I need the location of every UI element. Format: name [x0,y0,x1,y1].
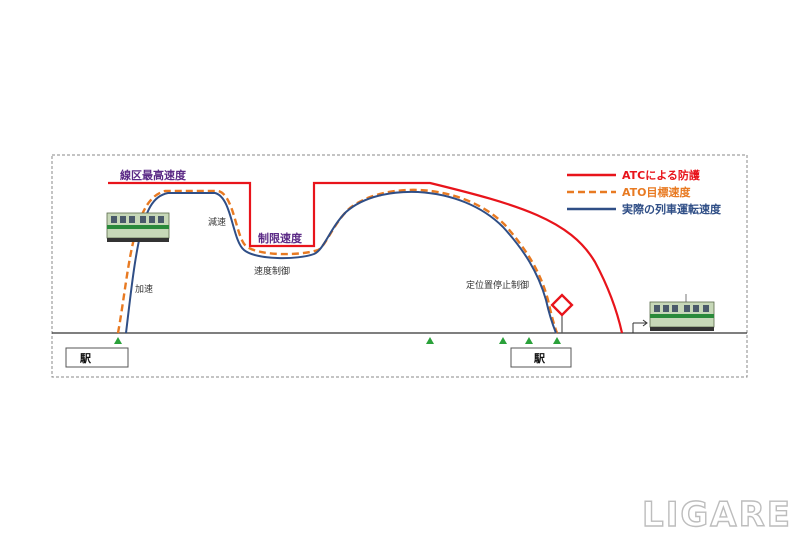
accel-label: 加速 [135,284,153,295]
station-box-left [65,347,129,368]
actual-speed-line [125,190,557,334]
max-speed-label: 線区最高速度 [120,168,187,182]
limit-speed-label: 制限速度 [258,231,303,245]
station-label-right: 駅 [533,352,545,365]
legend-ato-label: ATO目標速度 [622,185,692,199]
ground-marker-icon [499,337,507,344]
train-icon-right [649,294,715,331]
ground-marker-icon [114,337,122,344]
train-icon-left [106,212,170,242]
station-box-right [510,347,572,368]
atc-protection-line [108,181,624,334]
legend-atc-label: ATCによる防護 [622,168,701,182]
station-label-left: 駅 [79,352,91,365]
stop-position-sign-icon [550,293,574,333]
legend-actual-label: 実際の列車運転速度 [622,202,722,216]
speed-control-label: 速度制御 [254,265,290,277]
direction-arrow-icon [632,319,648,333]
fixed-stop-label: 定位置停止制御 [466,279,529,291]
decel-label: 減速 [208,216,226,228]
ground-marker-icon [426,337,434,344]
legend: ATCによる防護 ATO目標速度 実際の列車運転速度 [567,168,722,216]
ground-marker-icon [525,337,533,344]
ato-target-line [116,188,559,334]
diagram-frame [51,154,748,378]
watermark-logo: LIGARE [642,495,792,533]
ground-marker-icon [553,337,561,344]
